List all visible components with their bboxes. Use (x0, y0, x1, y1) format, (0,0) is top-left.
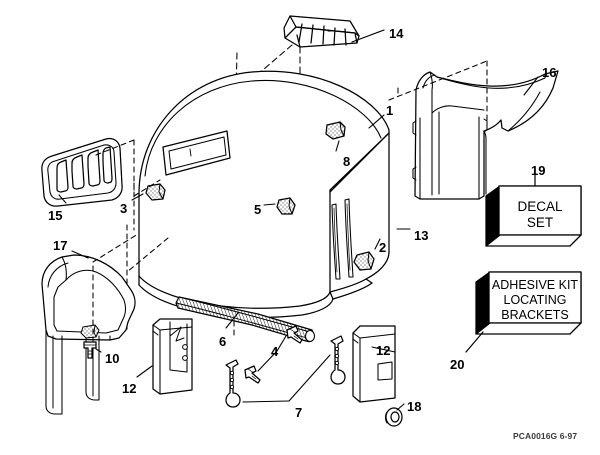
part-16-side-shield-right (412, 70, 559, 200)
part-20-adhesive-kit-box (465, 271, 582, 353)
part-10-screw (83, 341, 102, 359)
projection-lines-16 (388, 60, 488, 123)
part-8-grommet-top (325, 121, 346, 152)
callout-6: 6 (219, 334, 227, 349)
part-3-grommet-left (131, 183, 166, 201)
callout-16: 16 (542, 65, 557, 80)
callout-12-left: 12 (122, 381, 137, 396)
callout-12-right: 12 (376, 343, 391, 358)
callout-5: 5 (254, 202, 262, 217)
decal-set-box-label: DECAL SET (517, 199, 563, 230)
adhesive-kit-box-label: ADHESIVE KIT LOCATING BRACKETS (491, 278, 579, 322)
drawing-code: PCA0016G 6-97 (513, 431, 578, 441)
callout-14: 14 (389, 26, 404, 41)
part-18-bushing (385, 403, 405, 427)
callout-17: 17 (53, 238, 68, 253)
part-7-latch-hook-right (330, 335, 346, 385)
projection-lines-15 (95, 139, 161, 231)
projection-lines-17 (92, 233, 139, 335)
callout-19: 19 (531, 163, 546, 178)
leader-1 (368, 114, 385, 129)
part-1-engine-cover-upper (138, 70, 390, 318)
callout-18: 18 (407, 399, 422, 414)
part-15-front-grille (41, 137, 123, 207)
cowl-front-panel (162, 130, 231, 176)
part-7-latch-hook-left (225, 359, 241, 408)
part-2-grommet-right (353, 238, 381, 271)
part-14-air-intake-vent (283, 15, 385, 48)
leader-7 (242, 354, 331, 403)
part-4-screws (244, 325, 303, 384)
callout-1: 1 (386, 103, 394, 118)
part-17-side-shroud-left (41, 250, 136, 415)
part-5-grommet-front (263, 197, 296, 215)
cowl-side-vent-slots (331, 198, 354, 280)
callout-7: 7 (295, 405, 303, 420)
callout-15: 15 (48, 208, 63, 223)
part-12-locating-bracket-left (136, 318, 193, 395)
callout-3: 3 (120, 201, 128, 216)
callout-10: 10 (105, 351, 120, 366)
part-19-decal-set-box (485, 173, 582, 247)
callout-2: 2 (379, 240, 387, 255)
callout-20: 20 (450, 357, 465, 372)
callout-4: 4 (271, 344, 279, 359)
callout-13: 13 (414, 228, 429, 243)
part-12-locating-bracket-right (352, 325, 396, 403)
callout-8: 8 (343, 154, 351, 169)
